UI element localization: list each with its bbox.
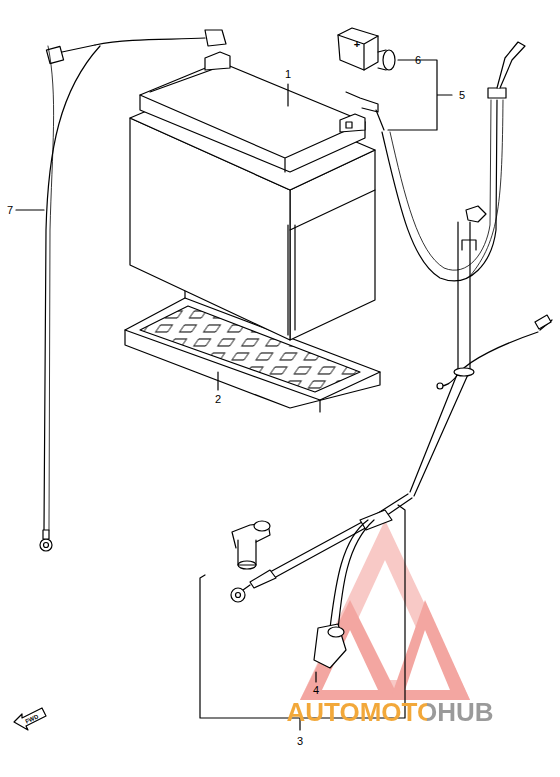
ground-wire bbox=[437, 315, 552, 389]
leader-line bbox=[16, 84, 316, 682]
terminal-cover bbox=[338, 28, 395, 70]
battery-cable bbox=[346, 42, 525, 496]
callout-bracket bbox=[200, 505, 405, 730]
battery bbox=[130, 52, 375, 340]
watermark: AUTOMOTOHUB bbox=[286, 699, 493, 725]
polarity-mark: + bbox=[354, 39, 360, 50]
callout-number: 4 bbox=[313, 685, 319, 696]
watermark-logo bbox=[300, 520, 470, 700]
callout-bracket bbox=[388, 60, 452, 130]
callout-number: 5 bbox=[459, 90, 465, 101]
forward-arrow bbox=[14, 708, 46, 730]
starter-cable bbox=[231, 494, 412, 668]
callout-number: 6 bbox=[415, 55, 421, 66]
callout-number: 1 bbox=[285, 69, 291, 80]
callout-number: 2 bbox=[215, 394, 221, 405]
callout-number: 3 bbox=[297, 736, 303, 747]
callout-number: 7 bbox=[7, 205, 13, 216]
